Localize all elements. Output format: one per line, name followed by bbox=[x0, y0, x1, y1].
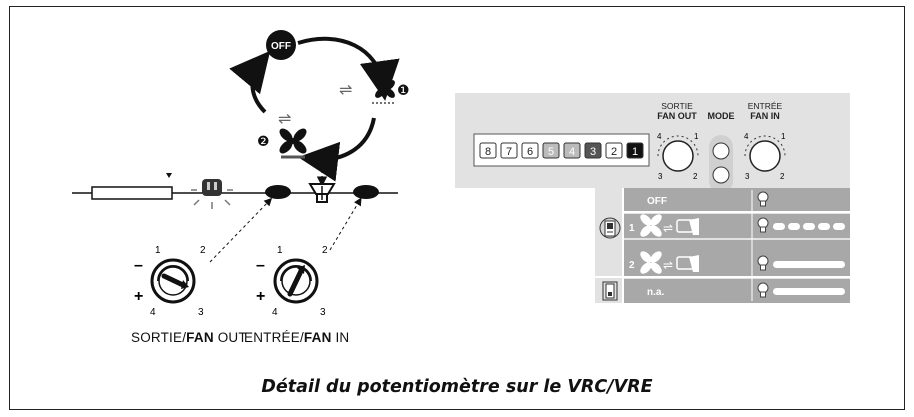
speed-digit-box bbox=[542, 142, 560, 159]
mode-buttons bbox=[709, 135, 733, 193]
marker-triangle bbox=[166, 173, 172, 178]
display-window bbox=[91, 186, 173, 200]
dial-fan-out-minus: – bbox=[134, 257, 143, 274]
figure-caption: Détail du potentiomètre sur le VRC/VRE bbox=[261, 377, 653, 397]
fan-in-tick-3: 3 bbox=[745, 172, 750, 181]
leader-fan-in bbox=[329, 197, 362, 251]
svg-text:OFF: OFF bbox=[271, 41, 291, 52]
dial-fan-out-tick-1: 1 bbox=[155, 245, 161, 256]
left-diagram: OFF ⇌ ❶ ❷ ⇌ bbox=[72, 30, 410, 318]
dial-fan-in-tick-1: 1 bbox=[277, 245, 283, 256]
fan-out-tick-3: 3 bbox=[658, 172, 663, 181]
speed-digit: 1 bbox=[632, 146, 638, 158]
step1-badge: ❶ bbox=[397, 82, 410, 98]
row-1-label: 1 bbox=[629, 223, 635, 234]
fan-in-tick-4: 4 bbox=[744, 132, 749, 141]
bulb-icon-off bbox=[757, 191, 769, 207]
dial-fan-in-tick-2: 2 bbox=[322, 245, 328, 256]
dial-fan-in-plus: + bbox=[256, 288, 265, 305]
header-mode: MODE bbox=[708, 111, 735, 121]
row-2-label: 2 bbox=[629, 260, 635, 271]
speed-digit-box bbox=[584, 142, 602, 159]
speed-digit-box bbox=[521, 142, 539, 159]
led-icon bbox=[191, 179, 233, 209]
bulb-icon-1 bbox=[757, 217, 769, 233]
header-fan-in-line1: ENTRÉE bbox=[748, 101, 783, 111]
mode-button-top[interactable] bbox=[712, 142, 730, 160]
dial-fan-in-label: ENTRÉE/FAN IN bbox=[244, 330, 350, 345]
dial-fan-out-plus: + bbox=[134, 288, 143, 305]
dial-fan-in-tick-4: 4 bbox=[272, 307, 278, 318]
speed-digit-box bbox=[563, 142, 581, 159]
dial-fan-in-minus: – bbox=[256, 257, 265, 274]
svg-text:⇌: ⇌ bbox=[663, 221, 673, 235]
control-panel: SORTIE FAN OUT MODE ENTRÉE FAN IN 8 7 6 5 4 3… bbox=[455, 93, 850, 303]
fan-out-tick-2: 2 bbox=[693, 172, 698, 181]
mode-button-bottom[interactable] bbox=[712, 166, 730, 184]
speed-digit: 8 bbox=[485, 146, 491, 158]
speed-digit-box bbox=[626, 142, 644, 159]
speed-digit: 3 bbox=[590, 146, 596, 158]
fan-in-knob-slot[interactable] bbox=[353, 185, 379, 199]
step2-badge: ❷ bbox=[257, 133, 270, 149]
step2-fan-icon: ⇌ bbox=[278, 111, 307, 159]
speed-display: 8 7 6 5 4 3 2 1 bbox=[473, 133, 650, 167]
row-1-fan-hand-icon: ⇌ bbox=[640, 214, 699, 237]
speed-digit-box bbox=[479, 142, 497, 159]
fan-in-tick-1: 1 bbox=[781, 132, 786, 141]
bulb-icon-2 bbox=[757, 255, 769, 271]
svg-text:⇌: ⇌ bbox=[278, 111, 291, 128]
led-blinking-indicator bbox=[773, 223, 845, 230]
header-fan-out-line1: SORTIE bbox=[661, 101, 693, 111]
led-steady-indicator-na bbox=[773, 288, 845, 295]
svg-text:⇌: ⇌ bbox=[339, 82, 352, 99]
bulb-icon-na bbox=[757, 282, 769, 298]
header-fan-in-line2: FAN IN bbox=[750, 111, 780, 121]
leader-fan-out bbox=[209, 197, 273, 263]
row-2-fan-hand-icon: ⇌ bbox=[640, 251, 699, 274]
dial-fan-in-tick-3: 3 bbox=[320, 307, 326, 318]
off-badge: OFF bbox=[266, 30, 296, 60]
dial-fan-out-tick-2: 2 bbox=[200, 245, 206, 256]
speed-digit: 4 bbox=[569, 146, 575, 158]
panel-fan-in-knob[interactable] bbox=[744, 135, 786, 172]
row-off-label: OFF bbox=[647, 196, 667, 207]
row-na-label: n.a. bbox=[647, 287, 664, 298]
switch-icon-active bbox=[599, 217, 621, 239]
mode-table bbox=[595, 188, 850, 303]
speed-digit-box bbox=[500, 142, 518, 159]
step1-fan-icon: ⇌ bbox=[339, 80, 396, 104]
fan-in-tick-2: 2 bbox=[780, 172, 785, 181]
dial-fan-out-label: SORTIE/FAN OUT bbox=[131, 330, 247, 345]
speed-digit: 6 bbox=[527, 146, 533, 158]
svg-text:⇌: ⇌ bbox=[663, 258, 673, 272]
speed-digit: 2 bbox=[611, 146, 617, 158]
cycle-arrow-1-to-2 bbox=[298, 117, 376, 182]
dial-fan-out-tick-4: 4 bbox=[150, 307, 156, 318]
fan-out-knob-slot[interactable] bbox=[265, 185, 291, 199]
dial-fan-out[interactable] bbox=[150, 258, 196, 304]
cycle-arrow-2-to-off bbox=[229, 50, 271, 114]
fan-out-tick-4: 4 bbox=[657, 132, 662, 141]
dial-fan-in[interactable] bbox=[273, 258, 319, 304]
cycle-arrow-off-to-1 bbox=[297, 36, 400, 101]
speed-digit: 7 bbox=[506, 146, 512, 158]
header-fan-out-line2: FAN OUT bbox=[657, 111, 697, 121]
dial-fan-out-tick-3: 3 bbox=[198, 307, 204, 318]
switch-icon-inactive bbox=[602, 281, 618, 301]
speed-digit-box bbox=[605, 142, 623, 159]
fan-out-tick-1: 1 bbox=[694, 132, 699, 141]
mode-button[interactable] bbox=[308, 183, 336, 203]
panel-fan-out-knob[interactable] bbox=[657, 135, 699, 172]
led-steady-indicator-2 bbox=[773, 261, 845, 268]
speed-digit: 5 bbox=[548, 146, 554, 158]
